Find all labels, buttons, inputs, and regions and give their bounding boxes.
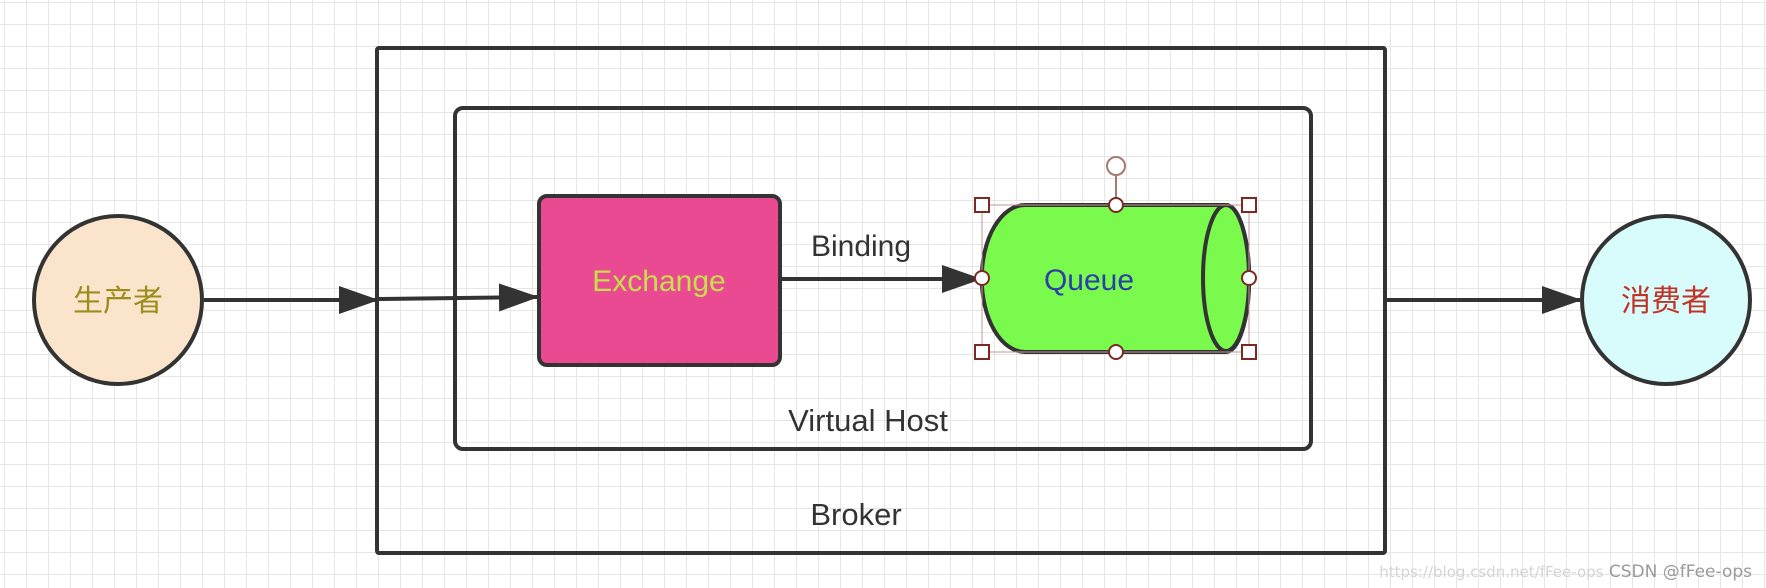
- exchange-label: Exchange: [592, 265, 725, 298]
- resize-handle-top-left[interactable]: [974, 197, 990, 213]
- resize-handle-right[interactable]: [1241, 270, 1257, 286]
- watermark-url: https://blog.csdn.net/fFee-ops: [1379, 563, 1604, 581]
- binding-label: Binding: [811, 230, 911, 263]
- producer-circle[interactable]: [32, 214, 204, 386]
- producer-label: 生产者: [73, 284, 163, 319]
- exchange-box[interactable]: [537, 194, 782, 367]
- resize-handle-bottom-left[interactable]: [974, 344, 990, 360]
- watermark-text: CSDN @fFee-ops: [1608, 562, 1752, 582]
- broker-label: Broker: [810, 497, 901, 532]
- consumer-circle[interactable]: [1580, 214, 1752, 386]
- consumer-node[interactable]: 消费者: [1580, 214, 1752, 386]
- resize-handle-left[interactable]: [974, 270, 990, 286]
- queue-label: Queue: [1044, 264, 1134, 297]
- virtual-host-label: Virtual Host: [788, 403, 948, 438]
- exchange-node[interactable]: Exchange: [537, 194, 782, 367]
- producer-node[interactable]: 生产者: [32, 214, 204, 386]
- virtual-host-box[interactable]: [453, 106, 1313, 451]
- resize-handle-top-right[interactable]: [1241, 197, 1257, 213]
- resize-handle-bottom-right[interactable]: [1241, 344, 1257, 360]
- consumer-label: 消费者: [1621, 284, 1711, 319]
- resize-handle-bottom[interactable]: [1108, 344, 1124, 360]
- resize-handle-top[interactable]: [1108, 197, 1124, 213]
- broker-to-exchange-arrow[interactable]: [376, 283, 539, 312]
- queue-selection: [974, 156, 1257, 360]
- queue-node[interactable]: Queue: [979, 203, 1252, 354]
- watermark: https://blog.csdn.net/fFee-ops CSDN @fFe…: [1379, 562, 1752, 582]
- rotate-handle[interactable]: [1106, 156, 1126, 176]
